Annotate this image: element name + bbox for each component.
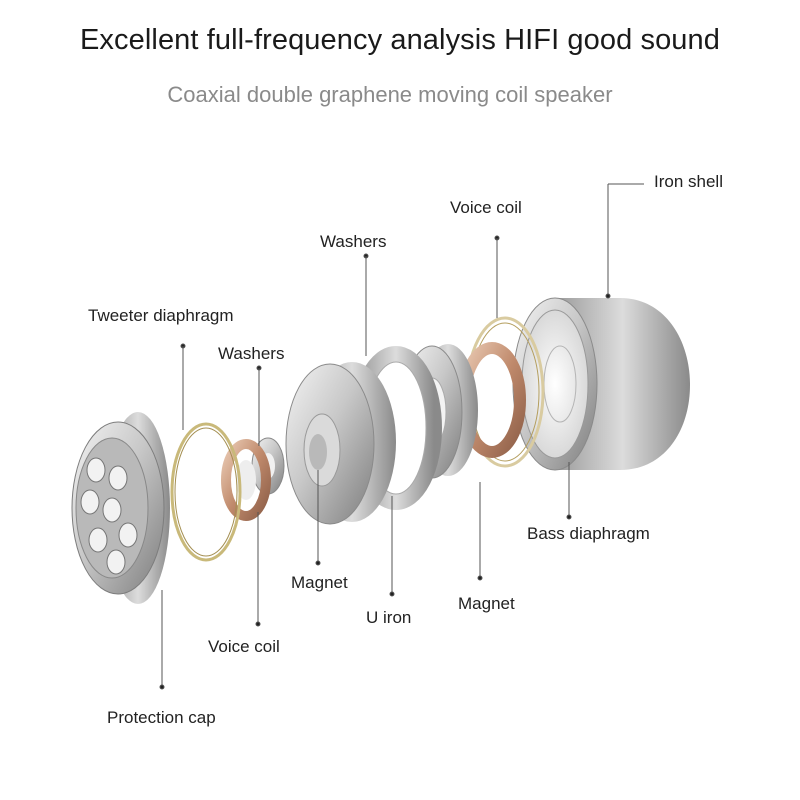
- label-protection-cap: Protection cap: [107, 708, 216, 727]
- label-bass-diaphragm: Bass diaphragm: [527, 524, 650, 543]
- label-voice-coil-bottom: Voice coil: [208, 637, 280, 656]
- page-title: Excellent full-frequency analysis HIFI g…: [79, 24, 720, 56]
- label-washers-top: Washers: [320, 232, 387, 251]
- protection-cap: [71, 412, 170, 604]
- label-magnet-right: Magnet: [458, 594, 515, 613]
- page-subtitle: Coaxial double graphene moving coil spea…: [167, 82, 613, 107]
- label-u-iron: U iron: [366, 608, 412, 627]
- washer-large: [285, 362, 396, 525]
- label-iron-shell: Iron shell: [654, 172, 723, 191]
- label-magnet-center: Magnet: [291, 573, 348, 592]
- iron-shell: [512, 297, 690, 471]
- tweeter-diaphragm: [170, 422, 242, 562]
- leader-lines: [159, 183, 644, 690]
- label-washers-small: Washers: [218, 344, 285, 363]
- label-tweeter-diaphragm: Tweeter diaphragm: [88, 306, 234, 325]
- label-voice-coil-top: Voice coil: [450, 198, 522, 217]
